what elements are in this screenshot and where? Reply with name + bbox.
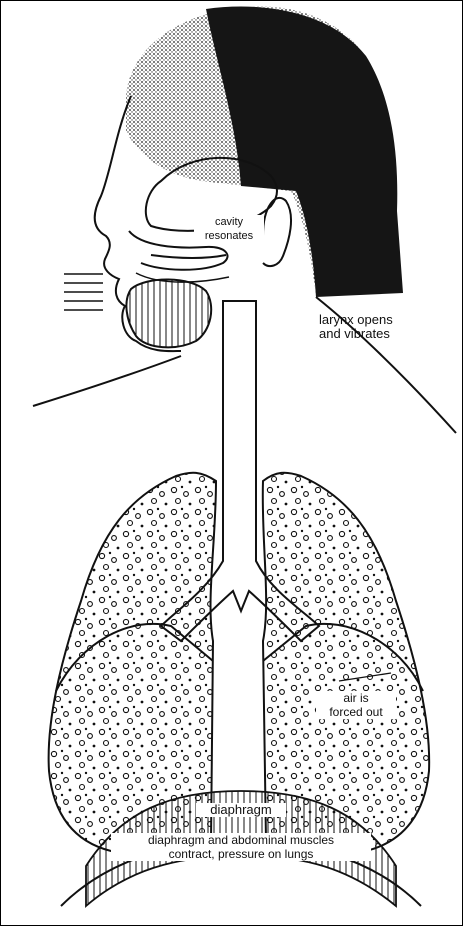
label-diaphragm: diaphragm [196, 803, 286, 817]
label-air-forced-out: air is forced out [316, 691, 396, 719]
label-air-line2: forced out [316, 705, 396, 719]
label-larynx-line2: and vibrates [319, 327, 439, 341]
hair [126, 6, 403, 297]
label-air-line1: air is [316, 691, 396, 705]
label-cavity-line2: resonates [194, 229, 264, 243]
label-larynx-line1: larynx opens [319, 313, 439, 327]
label-diaphragm-text: diaphragm [196, 803, 286, 817]
label-caption-line1: diaphragm and abdominal muscles [111, 833, 371, 847]
label-diaphragm-caption: diaphragm and abdominal muscles contract… [111, 833, 371, 861]
label-cavity-line1: cavity [194, 215, 264, 229]
tongue [126, 279, 211, 347]
label-larynx: larynx opens and vibrates [319, 313, 439, 341]
label-cavity: cavity resonates [194, 215, 264, 243]
sound-lines [64, 274, 103, 310]
label-caption-line2: contract, pressure on lungs [111, 847, 371, 861]
